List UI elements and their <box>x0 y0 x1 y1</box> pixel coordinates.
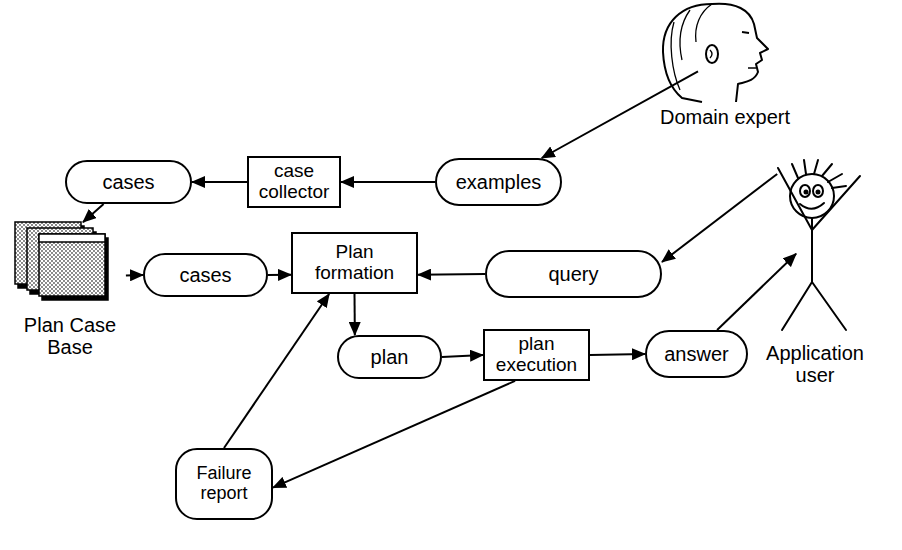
case-base-documents <box>15 222 108 300</box>
node-label: case collector <box>249 161 339 203</box>
node-label: Application user <box>756 342 874 386</box>
flow-arrow <box>268 274 291 276</box>
person-figure: Domain expert <box>650 2 800 128</box>
data-pill: cases <box>143 253 268 297</box>
flow-arrow <box>126 274 143 276</box>
data-pill: query <box>485 250 662 298</box>
flow-arrow <box>354 294 356 335</box>
flow-arrow <box>662 174 777 262</box>
node-label: cases <box>98 171 158 193</box>
node-label: Failure report <box>177 464 271 504</box>
flow-arrow <box>590 354 645 355</box>
node-label: answer <box>660 343 732 365</box>
data-pill: cases <box>65 160 192 204</box>
node-label: plan <box>367 346 413 368</box>
flow-arrow <box>418 273 485 276</box>
node-label: Plan formation <box>293 242 416 284</box>
person-figure: Application user <box>752 158 878 386</box>
flow-arrow <box>224 294 329 448</box>
process-box: Plan formation <box>291 232 418 294</box>
data-pill: plan <box>337 335 442 379</box>
case-base: Plan Case Base <box>5 218 135 358</box>
node-label: query <box>544 263 602 285</box>
report-box: Failure report <box>175 448 273 520</box>
flow-arrow <box>192 181 247 183</box>
process-box: case collector <box>247 156 341 208</box>
user-figure <box>778 160 860 330</box>
data-pill: answer <box>645 330 748 378</box>
data-pill: examples <box>435 158 562 206</box>
node-label: examples <box>452 171 546 193</box>
process-box: plan execution <box>483 329 590 381</box>
node-label: cases <box>175 264 235 286</box>
flow-arrow <box>442 355 483 357</box>
flow-arrow <box>273 381 515 488</box>
node-label: plan execution <box>485 334 588 376</box>
flow-arrow <box>341 181 435 183</box>
flow-arrow <box>83 204 104 222</box>
expert-head <box>663 4 768 102</box>
flow-arrow <box>717 254 796 330</box>
node-label: Plan Case Base <box>16 314 124 358</box>
node-label: Domain expert <box>656 106 794 128</box>
